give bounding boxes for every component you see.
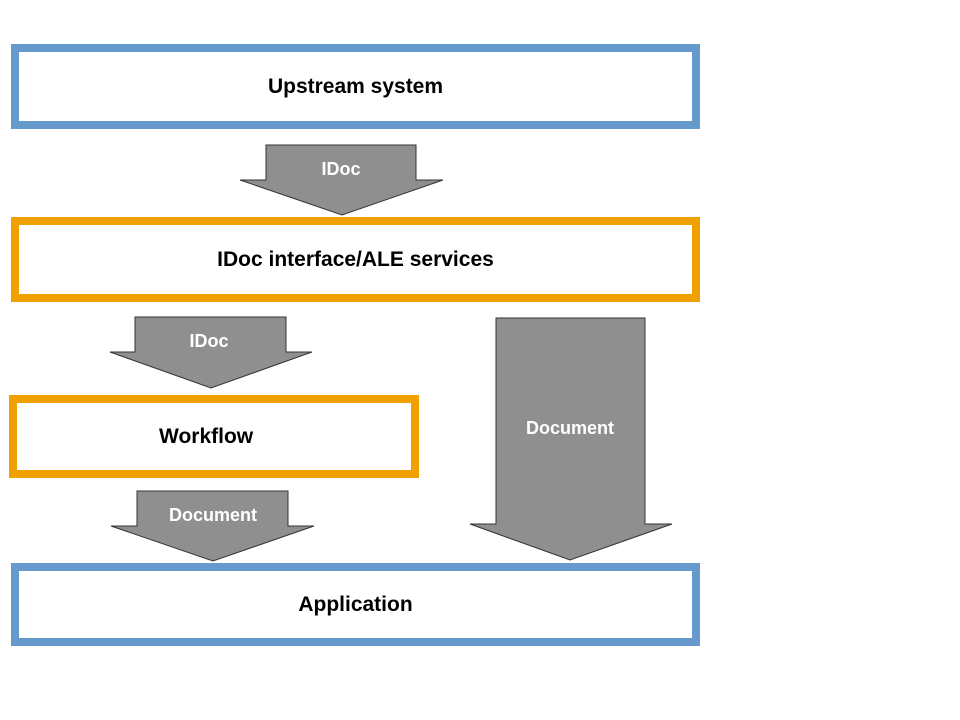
idoc-ale-services-box: IDoc interface/ALE services xyxy=(11,217,700,302)
upstream-system-box: Upstream system xyxy=(11,44,700,129)
upstream-system-label: Upstream system xyxy=(267,74,444,98)
arrow-label-idoc-2: IDoc xyxy=(189,331,228,351)
arrow-shape xyxy=(239,144,444,216)
arrow-shape xyxy=(110,490,315,562)
arrow-idoc-to-workflow: IDoc xyxy=(109,316,313,389)
arrow-label-document-2: Document xyxy=(526,418,614,438)
arrow-shape xyxy=(109,316,313,389)
arrow-label-idoc-1: IDoc xyxy=(321,159,360,179)
arrow-shape xyxy=(469,317,673,561)
arrow-upstream-to-idoc: IDoc xyxy=(239,144,444,216)
application-box: Application xyxy=(11,563,700,646)
workflow-label: Workflow xyxy=(159,424,254,448)
idoc-ale-services-label: IDoc interface/ALE services xyxy=(217,247,494,271)
arrow-workflow-to-application: Document xyxy=(110,490,315,562)
workflow-box: Workflow xyxy=(9,395,419,478)
arrow-idoc-to-application: Document xyxy=(469,317,673,561)
arrow-label-document-1: Document xyxy=(169,505,257,525)
application-label: Application xyxy=(298,592,413,616)
